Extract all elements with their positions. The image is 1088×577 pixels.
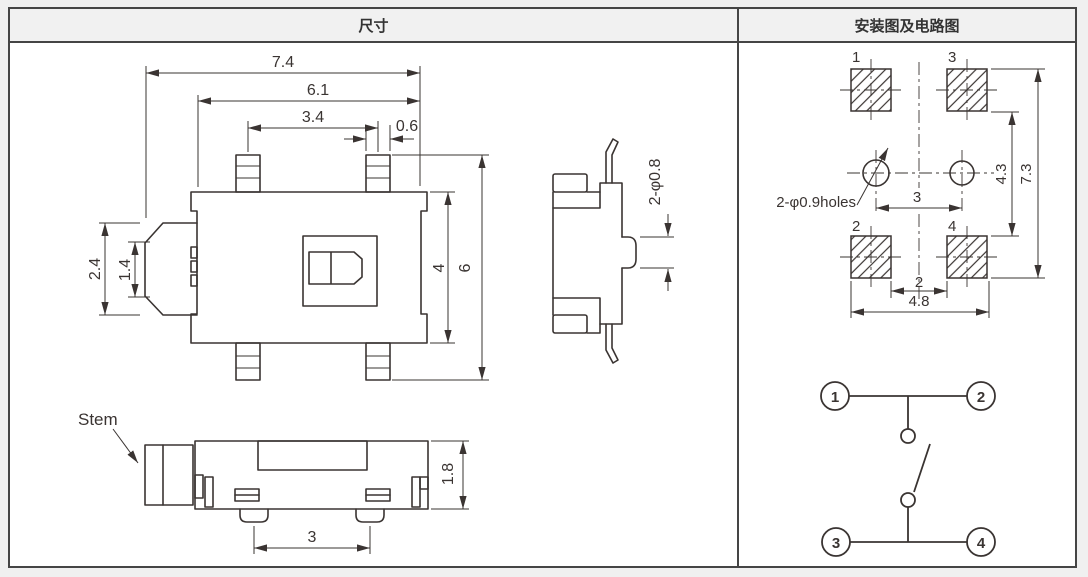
top-view-center-window: [302, 235, 378, 307]
side-view-actuator-bump: [621, 236, 637, 269]
header-dimensions: 尺寸: [10, 9, 739, 43]
pad-4-label: 4: [948, 218, 956, 235]
circuit-diagram: 1 2 3 4: [820, 381, 996, 557]
stem-label: Stem: [78, 410, 118, 429]
front-view-cover-plate: [257, 440, 368, 471]
top-tab-right: [365, 154, 391, 193]
dim-stem-width: 2.4: [87, 222, 140, 316]
pad-2: [850, 235, 892, 279]
dimension-drawing-cell: 7.4 6.1 3.4: [10, 43, 739, 566]
table-body-row: 7.4 6.1 3.4: [10, 43, 1075, 566]
dim-overall-width: 7.4: [145, 54, 421, 218]
pcb-land-pattern: 1 3 2 4 2-φ0.9holes 3: [776, 49, 1045, 318]
dim-stem-flat: 1.4: [117, 241, 150, 298]
dim-side-holes: 2-φ0.8: [640, 158, 674, 291]
drawing-table: 尺寸 安装图及电路图: [8, 7, 1077, 568]
front-view: Stem: [78, 410, 469, 554]
pad-3: [946, 68, 988, 112]
dim-body-width: 6.1: [197, 82, 420, 187]
svg-text:3: 3: [832, 535, 840, 552]
svg-text:7.3: 7.3: [1018, 164, 1035, 185]
top-view-body-outline: [190, 191, 428, 344]
svg-text:7.4: 7.4: [272, 54, 294, 71]
header-installation: 安装图及电路图: [739, 9, 1075, 43]
dim-overall-depth: 6: [392, 154, 489, 381]
pad-2-label: 2: [852, 218, 860, 235]
pad-3-label: 3: [948, 49, 956, 66]
top-view: 7.4 6.1 3.4: [87, 54, 489, 381]
svg-text:2: 2: [977, 389, 985, 406]
dim-overall-vertical: 7.3: [991, 68, 1045, 279]
svg-text:2.4: 2.4: [87, 258, 104, 280]
pad-1: [850, 68, 892, 112]
side-view-top-lead: [605, 138, 619, 184]
stem-leader-line: [112, 428, 139, 464]
svg-text:1.8: 1.8: [440, 463, 457, 485]
svg-text:6.1: 6.1: [307, 82, 329, 99]
bottom-tab-left: [235, 342, 261, 381]
dim-height: 1.8: [431, 440, 469, 510]
svg-text:2-φ0.8: 2-φ0.8: [647, 158, 664, 205]
dim-overall-horizontal: 4.8: [850, 281, 990, 318]
dim-tab-width: 0.6: [344, 118, 418, 151]
svg-text:1.4: 1.4: [117, 259, 134, 281]
bottom-tab-right: [365, 342, 391, 381]
pad-1-label: 1: [852, 49, 860, 66]
side-view: 2-φ0.8: [552, 138, 674, 364]
side-view-top-boss: [552, 173, 588, 193]
svg-text:4.3: 4.3: [993, 164, 1010, 185]
contact-top: [900, 428, 916, 444]
svg-text:4: 4: [977, 535, 986, 552]
side-view-bottom-lead: [605, 323, 619, 364]
hole-right: [949, 160, 975, 186]
table-header-row: 尺寸 安装图及电路图: [10, 9, 1075, 43]
dim-hole-spacing: 3: [876, 189, 962, 212]
top-view-stem: [144, 222, 198, 316]
svg-text:3: 3: [308, 529, 317, 546]
svg-text:4.8: 4.8: [909, 293, 930, 310]
holes-label: 2-φ0.9holes: [776, 194, 856, 211]
dim-pad-gap-horizontal: 2: [890, 274, 948, 298]
side-view-bottom-boss: [552, 314, 588, 334]
hole-left: [862, 159, 890, 187]
svg-text:0.6: 0.6: [396, 118, 418, 135]
dim-body-depth: 4: [430, 191, 455, 344]
svg-text:6: 6: [457, 263, 474, 272]
dimension-drawing: 7.4 6.1 3.4: [78, 54, 674, 554]
dim-foot-spacing: 3: [253, 526, 371, 554]
switch-arm: [913, 443, 931, 493]
svg-text:1: 1: [831, 389, 839, 406]
installation-drawing: 1 3 2 4 2-φ0.9holes 3: [776, 49, 1045, 557]
front-view-stem: [144, 444, 194, 506]
front-view-body: [194, 440, 429, 510]
svg-text:4: 4: [431, 263, 448, 272]
svg-text:2: 2: [915, 274, 923, 291]
holes-leader-line: [856, 147, 889, 206]
dim-pad-gap-vertical: 4.3: [991, 111, 1019, 237]
svg-text:3: 3: [913, 189, 921, 206]
pad-4: [946, 235, 988, 279]
svg-text:3.4: 3.4: [302, 109, 324, 126]
dim-tab-spacing: 3.4: [247, 109, 379, 152]
contact-bottom: [900, 492, 916, 508]
top-tab-left: [235, 154, 261, 193]
installation-drawing-cell: 1 3 2 4 2-φ0.9holes 3: [739, 43, 1075, 566]
